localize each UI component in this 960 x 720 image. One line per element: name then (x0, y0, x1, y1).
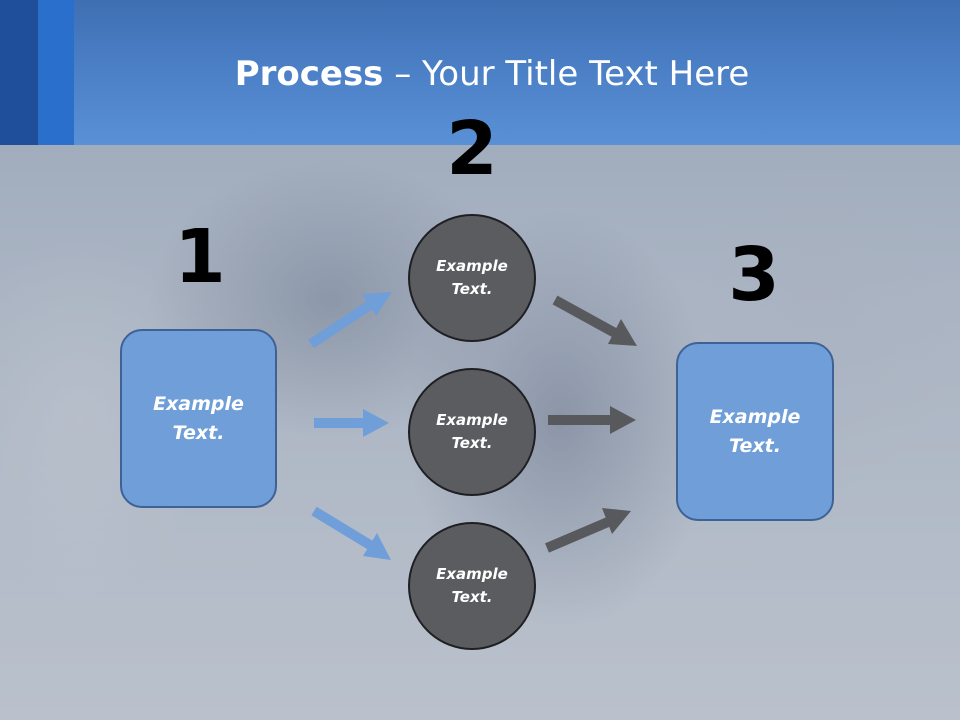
step-number-2: 2 (446, 106, 498, 192)
arrow-to-top-circle (308, 292, 392, 349)
step-1-box[interactable]: Example Text. (120, 329, 277, 508)
step-2-circle-middle[interactable]: Example Text. (408, 368, 536, 496)
step-2-circle-bottom[interactable]: Example Text. (408, 522, 536, 650)
circle-text: Example Text. (436, 257, 508, 298)
header-accent-strip (0, 0, 38, 145)
step-2-circle-top[interactable]: Example Text. (408, 214, 536, 342)
slide-title[interactable]: Process – Your Title Text Here (0, 52, 960, 96)
arrow-from-top-circle (552, 295, 637, 346)
title-bar (0, 0, 960, 145)
step-number-1: 1 (174, 214, 226, 300)
circle-text: Example Text. (436, 411, 508, 452)
step-3-text: Example Text. (709, 405, 801, 457)
title-bold: Process (234, 54, 384, 94)
arrow-to-bottom-circle (311, 506, 391, 560)
header-accent-strip-light (38, 0, 74, 145)
title-rest: – Your Title Text Here (383, 54, 750, 94)
arrow-to-middle-circle (314, 409, 389, 437)
step-number-3: 3 (728, 232, 780, 318)
step-1-text: Example Text. (153, 392, 244, 444)
arrow-from-middle-circle (548, 406, 636, 434)
circle-text: Example Text. (436, 565, 508, 606)
step-3-box[interactable]: Example Text. (676, 342, 834, 521)
arrow-from-bottom-circle (545, 508, 631, 553)
